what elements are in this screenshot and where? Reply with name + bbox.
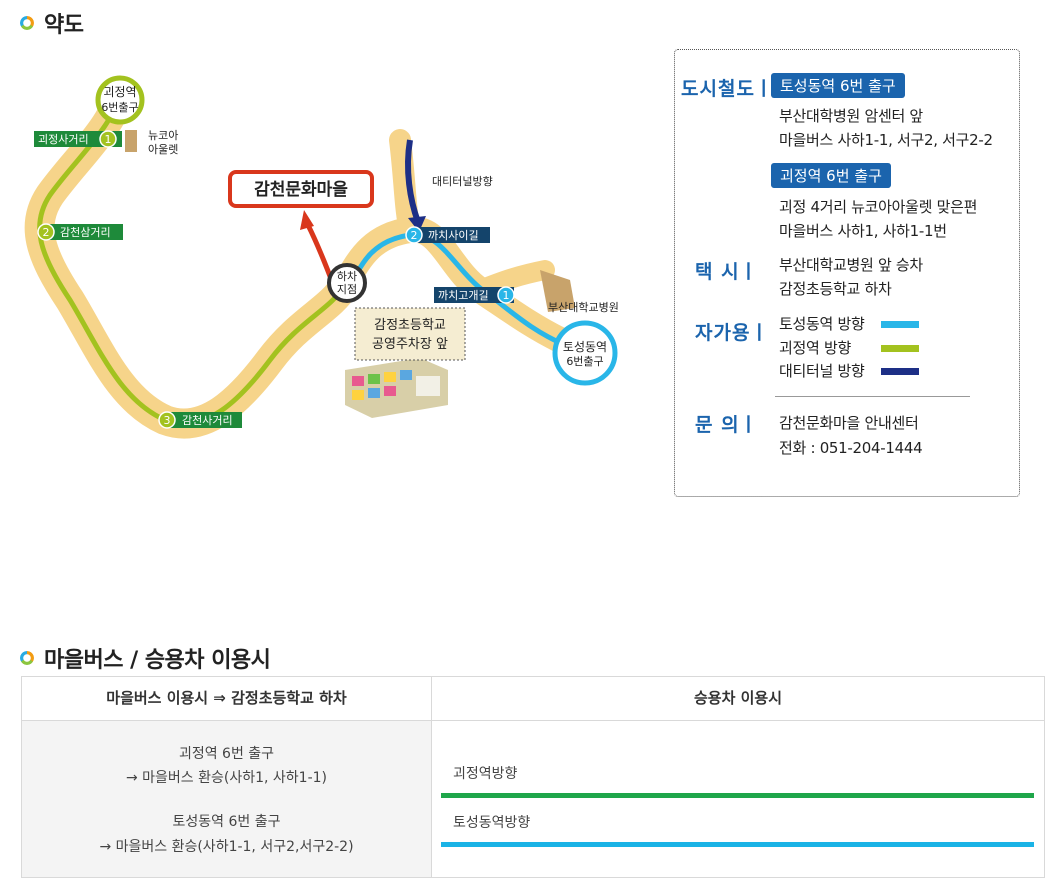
car-legend-2-label: 괴정역 방향: [779, 339, 851, 357]
number-3-badge: [158, 411, 176, 429]
destination-label: 감천문화마을: [254, 180, 348, 200]
blue-number-1-badge: [497, 286, 515, 304]
label-bg-1: [34, 131, 122, 147]
blue-number-1-text: 1: [503, 289, 510, 302]
intersection-3-label: 감천사거리: [182, 413, 233, 427]
blue-number-2-badge: [405, 226, 423, 244]
drop-off-circle: [327, 263, 367, 303]
car-route-1-label: 괴정역방향: [453, 766, 518, 782]
car-legend-1-label: 토성동역 방향: [779, 315, 865, 333]
road-upper: [389, 129, 421, 241]
intersection-1-label: 괴정사거리: [38, 133, 89, 146]
blue-number-2-text: 2: [411, 229, 418, 242]
drop-off-line1: 하차: [337, 269, 357, 283]
label-bg-3: [166, 412, 242, 428]
subway-route-1-badge: 토성동역 6번 출구: [771, 73, 905, 98]
directions-map: 괴정역 6번출구 토성동역 6번출구 하차 지점 감천문화마을 감정초등학교 공…: [24, 75, 619, 439]
station-toseong-exit: 6번출구: [566, 355, 603, 368]
number-1-text: 1: [105, 133, 112, 146]
map-title-text: 약도: [44, 13, 84, 38]
subway-route-1-line-1: 부산대학병원 암센터 앞: [779, 107, 923, 125]
car-legend-3-label: 대티터널 방향: [779, 362, 865, 380]
transport-title-text: 마을버스 / 승용차 이용시: [44, 648, 271, 673]
navy-route-arrow: [405, 139, 421, 224]
navy-arrowhead: [408, 216, 426, 232]
contact-heading: 문 의ㅣ: [695, 414, 759, 436]
station-gwejeong-exit: 6번출구: [101, 101, 138, 114]
bus-line-4: → 마을버스 환승(사하1-1, 서구2,서구2-2): [99, 839, 354, 855]
newcore-line1: 뉴코아: [148, 129, 178, 142]
label-bg-kkachi-gogae: [434, 287, 514, 303]
bus-line-3: 토성동역 6번 출구: [172, 814, 281, 830]
contact-line-1: 감천문화마을 안내센터: [779, 414, 919, 432]
subway-heading: 도시철도ㅣ: [681, 78, 774, 100]
number-1-badge: [99, 130, 117, 148]
taxi-heading: 택 시ㅣ: [695, 261, 759, 283]
contact-line-2: 전화 : 051-204-1444: [779, 439, 923, 457]
school-label-line1: 감정초등학교: [374, 318, 446, 333]
newcore-line2: 아울렛: [148, 143, 178, 156]
transport-section-title: 마을버스 / 승용차 이용시: [20, 642, 271, 674]
taxi-line-2: 감정초등학교 하차: [779, 280, 892, 298]
road-left-inner: [37, 92, 348, 427]
school-label-line2: 공영주차장 앞: [372, 337, 448, 352]
hospital-label: 부산대학교병원: [548, 301, 619, 314]
intersection-2-label: 감천삼거리: [60, 225, 111, 239]
drop-off-line2: 지점: [337, 283, 357, 296]
station-toseong-name: 토성동역: [563, 340, 607, 354]
ring-bullet-icon: [20, 16, 34, 30]
ring-bullet-icon: [20, 651, 34, 665]
number-2-text: 2: [43, 226, 50, 239]
table-header-car: 승용차 이용시: [432, 677, 1044, 721]
kkachi-sai-label: 까치사이길: [428, 229, 479, 242]
subway-route-2-line-1: 괴정 4거리 뉴코아아울렛 맞은편: [779, 198, 978, 216]
subway-route-1-line-2: 마을버스 사하1-1, 서구2, 서구2-2: [779, 131, 993, 149]
info-divider: [775, 396, 970, 397]
newcore-building: [125, 130, 137, 152]
blue-route: [342, 232, 568, 348]
car-route-2-line: [441, 842, 1034, 847]
station-gwejeong-name: 괴정역: [103, 85, 136, 99]
car-legend-3-swatch: [881, 368, 919, 375]
taxi-line-1: 부산대학교병원 앞 승차: [779, 256, 923, 274]
terminal-dir-label: 대티터널방향: [432, 175, 493, 188]
station-gwejeong-circle: [95, 75, 145, 125]
school-building: [345, 358, 448, 418]
car-route-1-line: [441, 793, 1034, 798]
label-bg-kkachi-sai: [412, 227, 490, 243]
car-heading: 자가용ㅣ: [695, 322, 769, 344]
transport-table: 마을버스 이용시 ⇒ 감정초등학교 하차 승용차 이용시 괴정역 6번 출구 →…: [21, 676, 1045, 878]
subway-route-2-line-2: 마을버스 사하1, 사하1-1번: [779, 222, 947, 240]
map-section-title: 약도: [20, 7, 84, 39]
bus-line-1: 괴정역 6번 출구: [178, 746, 275, 762]
hospital-building: [540, 270, 575, 312]
kkachi-gogae-label: 까치고개길: [438, 289, 489, 302]
subway-route-2-badge: 괴정역 6번 출구: [771, 163, 891, 188]
car-legend-2-swatch: [881, 345, 919, 352]
red-arrowhead: [300, 210, 314, 230]
directions-info-box: 도시철도ㅣ 토성동역 6번 출구 부산대학병원 암센터 앞 마을버스 사하1-1…: [674, 49, 1020, 497]
bus-cell: 괴정역 6번 출구 → 마을버스 환승(사하1, 사하1-1) 토성동역 6번 …: [22, 721, 432, 877]
car-route-2-label: 토성동역방향: [453, 815, 531, 831]
bus-line-2: → 마을버스 환승(사하1, 사하1-1): [125, 770, 328, 786]
destination-box: [228, 170, 374, 208]
label-bg-2: [45, 224, 123, 240]
table-header-bus: 마을버스 이용시 ⇒ 감정초등학교 하차: [22, 677, 432, 721]
car-legend-1-swatch: [881, 321, 919, 328]
station-toseong-circle: [552, 320, 618, 386]
number-3-text: 3: [164, 414, 171, 427]
school-label-box: [354, 307, 466, 361]
number-2-badge: [37, 223, 55, 241]
